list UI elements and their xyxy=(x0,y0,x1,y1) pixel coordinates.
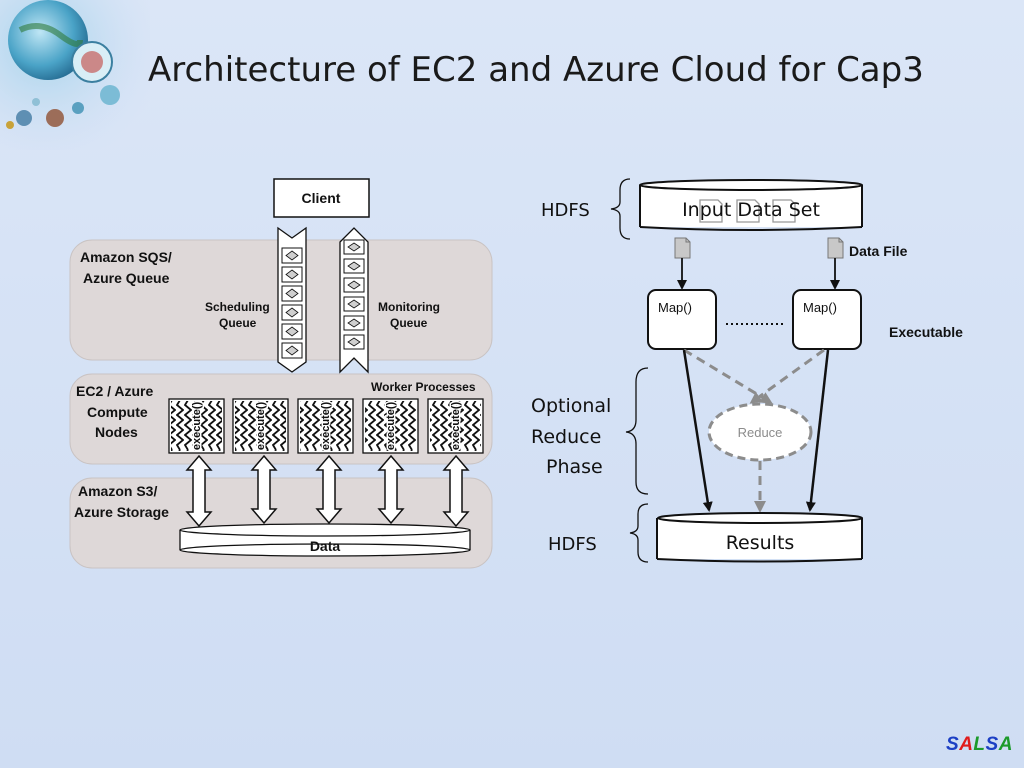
map-label-right: Map() xyxy=(803,300,837,315)
worker-label: execute() xyxy=(191,402,203,451)
data-label: Data xyxy=(310,538,341,554)
worker-processes-label: Worker Processes xyxy=(371,380,476,394)
map-to-results-arrow-left xyxy=(682,349,713,512)
map-box-left xyxy=(647,289,717,350)
monitoring-queue-label: Monitoring Queue xyxy=(378,300,443,330)
worker-label: execute() xyxy=(255,402,267,451)
results-cylinder xyxy=(656,512,863,563)
worker-label: execute() xyxy=(450,402,462,451)
map-box-right xyxy=(792,289,862,350)
client-label: Client xyxy=(302,190,341,206)
data-file-label: Data File xyxy=(849,243,908,259)
worker-process-2: execute() xyxy=(232,398,289,454)
storage-layer-label: Amazon S3/ Azure Storage xyxy=(74,483,169,520)
map-to-results-arrow-right xyxy=(805,349,830,512)
reduce-label: Reduce xyxy=(738,425,783,440)
map-to-reduce-arrow-left xyxy=(683,348,773,404)
input-data-set-label: Input Data Set xyxy=(682,199,820,221)
map-label-left: Map() xyxy=(658,300,692,315)
worker-label: execute() xyxy=(385,402,397,451)
hdfs-bottom-brace xyxy=(629,503,649,563)
scheduling-queue-tokens xyxy=(285,250,299,356)
reduce-node xyxy=(707,402,813,462)
input-data-set-cylinder xyxy=(639,179,863,231)
results-label: Results xyxy=(726,532,795,554)
hdfs-bottom-label: HDFS xyxy=(548,534,597,555)
worker-process-3: execute() xyxy=(297,398,354,454)
worker-process-1: execute() xyxy=(168,398,225,454)
data-file-icon-right xyxy=(827,237,844,259)
optional-reduce-brace xyxy=(625,367,649,495)
worker-label: execute() xyxy=(320,402,332,451)
scheduling-queue-label: Scheduling Queue xyxy=(205,300,273,330)
worker-process-4: execute() xyxy=(362,398,419,454)
executable-label: Executable xyxy=(889,324,963,340)
data-file-icon-left xyxy=(674,237,691,259)
slide-title: Architecture of EC2 and Azure Cloud for … xyxy=(148,50,924,90)
monitoring-queue-tokens xyxy=(347,242,361,347)
client-box xyxy=(273,178,370,218)
map-to-reduce-arrow-right xyxy=(749,348,825,404)
hdfs-top-brace xyxy=(610,178,631,240)
salsa-logo: SALSA xyxy=(946,734,1013,755)
worker-storage-double-arrows xyxy=(185,454,470,528)
queue-layer-label: Amazon SQS/ Azure Queue xyxy=(80,249,176,286)
compute-layer-label: EC2 / Azure Compute Nodes xyxy=(76,383,157,440)
globe-decoration xyxy=(0,0,150,150)
worker-process-5: execute() xyxy=(427,398,484,454)
data-storage-cylinder xyxy=(179,523,471,557)
optional-reduce-phase-label: Optional Reduce Phase xyxy=(531,395,617,478)
hdfs-top-label: HDFS xyxy=(541,200,590,221)
